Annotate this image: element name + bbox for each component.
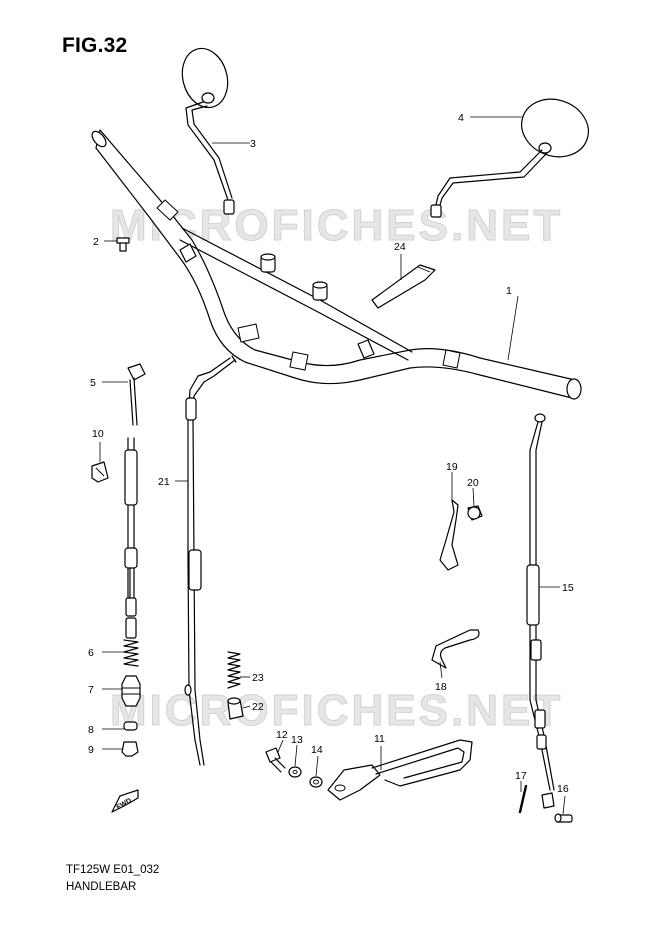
figure-name: HANDLEBAR [66, 881, 137, 893]
part-24-strap [371, 264, 436, 309]
part-14-washer [309, 776, 323, 788]
callout-4: 4 [458, 112, 464, 124]
callout-23: 23 [252, 672, 264, 684]
figure-code: TF125W E01_032 [66, 864, 160, 876]
callout-16: 16 [557, 783, 569, 795]
callout-24: 24 [394, 241, 406, 253]
part-10-clip [91, 461, 109, 483]
callout-15: 15 [562, 582, 574, 594]
callout-labels: 1 2 3 4 5 6 7 8 9 10 11 12 13 14 15 16 1… [88, 112, 574, 795]
callout-17: 17 [515, 770, 527, 782]
part-16-pin [554, 813, 573, 823]
part-9-nut [121, 741, 139, 757]
callout-11: 11 [374, 733, 385, 745]
clutch-cable-body [124, 437, 138, 617]
callout-18: 18 [435, 681, 447, 693]
part-11-bracket [327, 739, 473, 801]
callout-7: 7 [88, 684, 94, 696]
callout-8: 8 [88, 724, 94, 736]
part-7-adjuster [121, 675, 141, 707]
callout-14: 14 [311, 744, 323, 756]
watermark-bottom: MICROFICHES.NET [110, 686, 563, 735]
part-4-mirror-right [430, 98, 589, 218]
callout-20: 20 [467, 477, 479, 489]
part-1-handlebar [91, 129, 582, 400]
callout-10: 10 [92, 428, 104, 440]
callout-22: 22 [252, 701, 264, 713]
part-12-bolt [265, 747, 286, 773]
part-18-spring-clip [431, 629, 480, 669]
part-17-pin [518, 784, 528, 814]
callout-19: 19 [446, 461, 458, 473]
part-21-throttle-cable [184, 355, 237, 766]
part-3-mirror-left [181, 47, 235, 215]
fwd-arrow-icon: FWD [111, 789, 139, 813]
callout-3: 3 [250, 138, 256, 150]
callout-2: 2 [93, 236, 99, 248]
callout-1: 1 [506, 285, 512, 297]
part-20-screw [467, 505, 483, 521]
figure-title: FIG.32 [62, 34, 128, 57]
callout-21: 21 [158, 476, 170, 488]
leader-lines [99, 116, 566, 815]
part-15-cable [526, 413, 555, 809]
callout-13: 13 [291, 734, 303, 746]
part-8-pin [123, 721, 138, 731]
callout-9: 9 [88, 744, 94, 756]
part-6-spring [123, 617, 139, 667]
part-13-washer [288, 766, 302, 778]
callout-5: 5 [90, 377, 96, 389]
callout-12: 12 [276, 729, 288, 741]
part-22-cap [227, 697, 244, 720]
part-19-spring-clip [439, 499, 459, 571]
part-23-spring [227, 651, 241, 689]
callout-6: 6 [88, 647, 94, 659]
part-5-cable-end [127, 363, 146, 426]
